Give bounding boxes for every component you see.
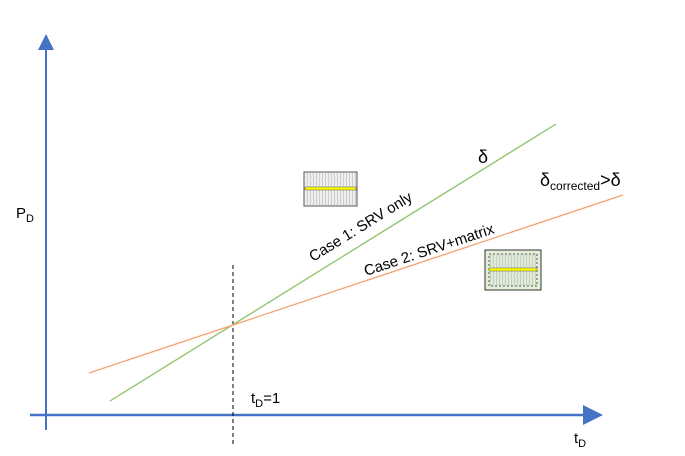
x-axis-label: tD: [574, 430, 586, 450]
case2-line: [88, 194, 624, 374]
srv-only-icon: [303, 171, 358, 207]
case1-line: [109, 123, 557, 402]
srv-matrix-icon: [484, 249, 542, 291]
case2-label: Case 2: SRV+matrix: [362, 221, 497, 280]
y-axis-label: PD: [16, 205, 34, 225]
delta-label: δ: [478, 147, 488, 167]
delta-corrected-label: δcorrected>δ: [540, 170, 621, 193]
td1-label: tD=1: [251, 390, 280, 410]
